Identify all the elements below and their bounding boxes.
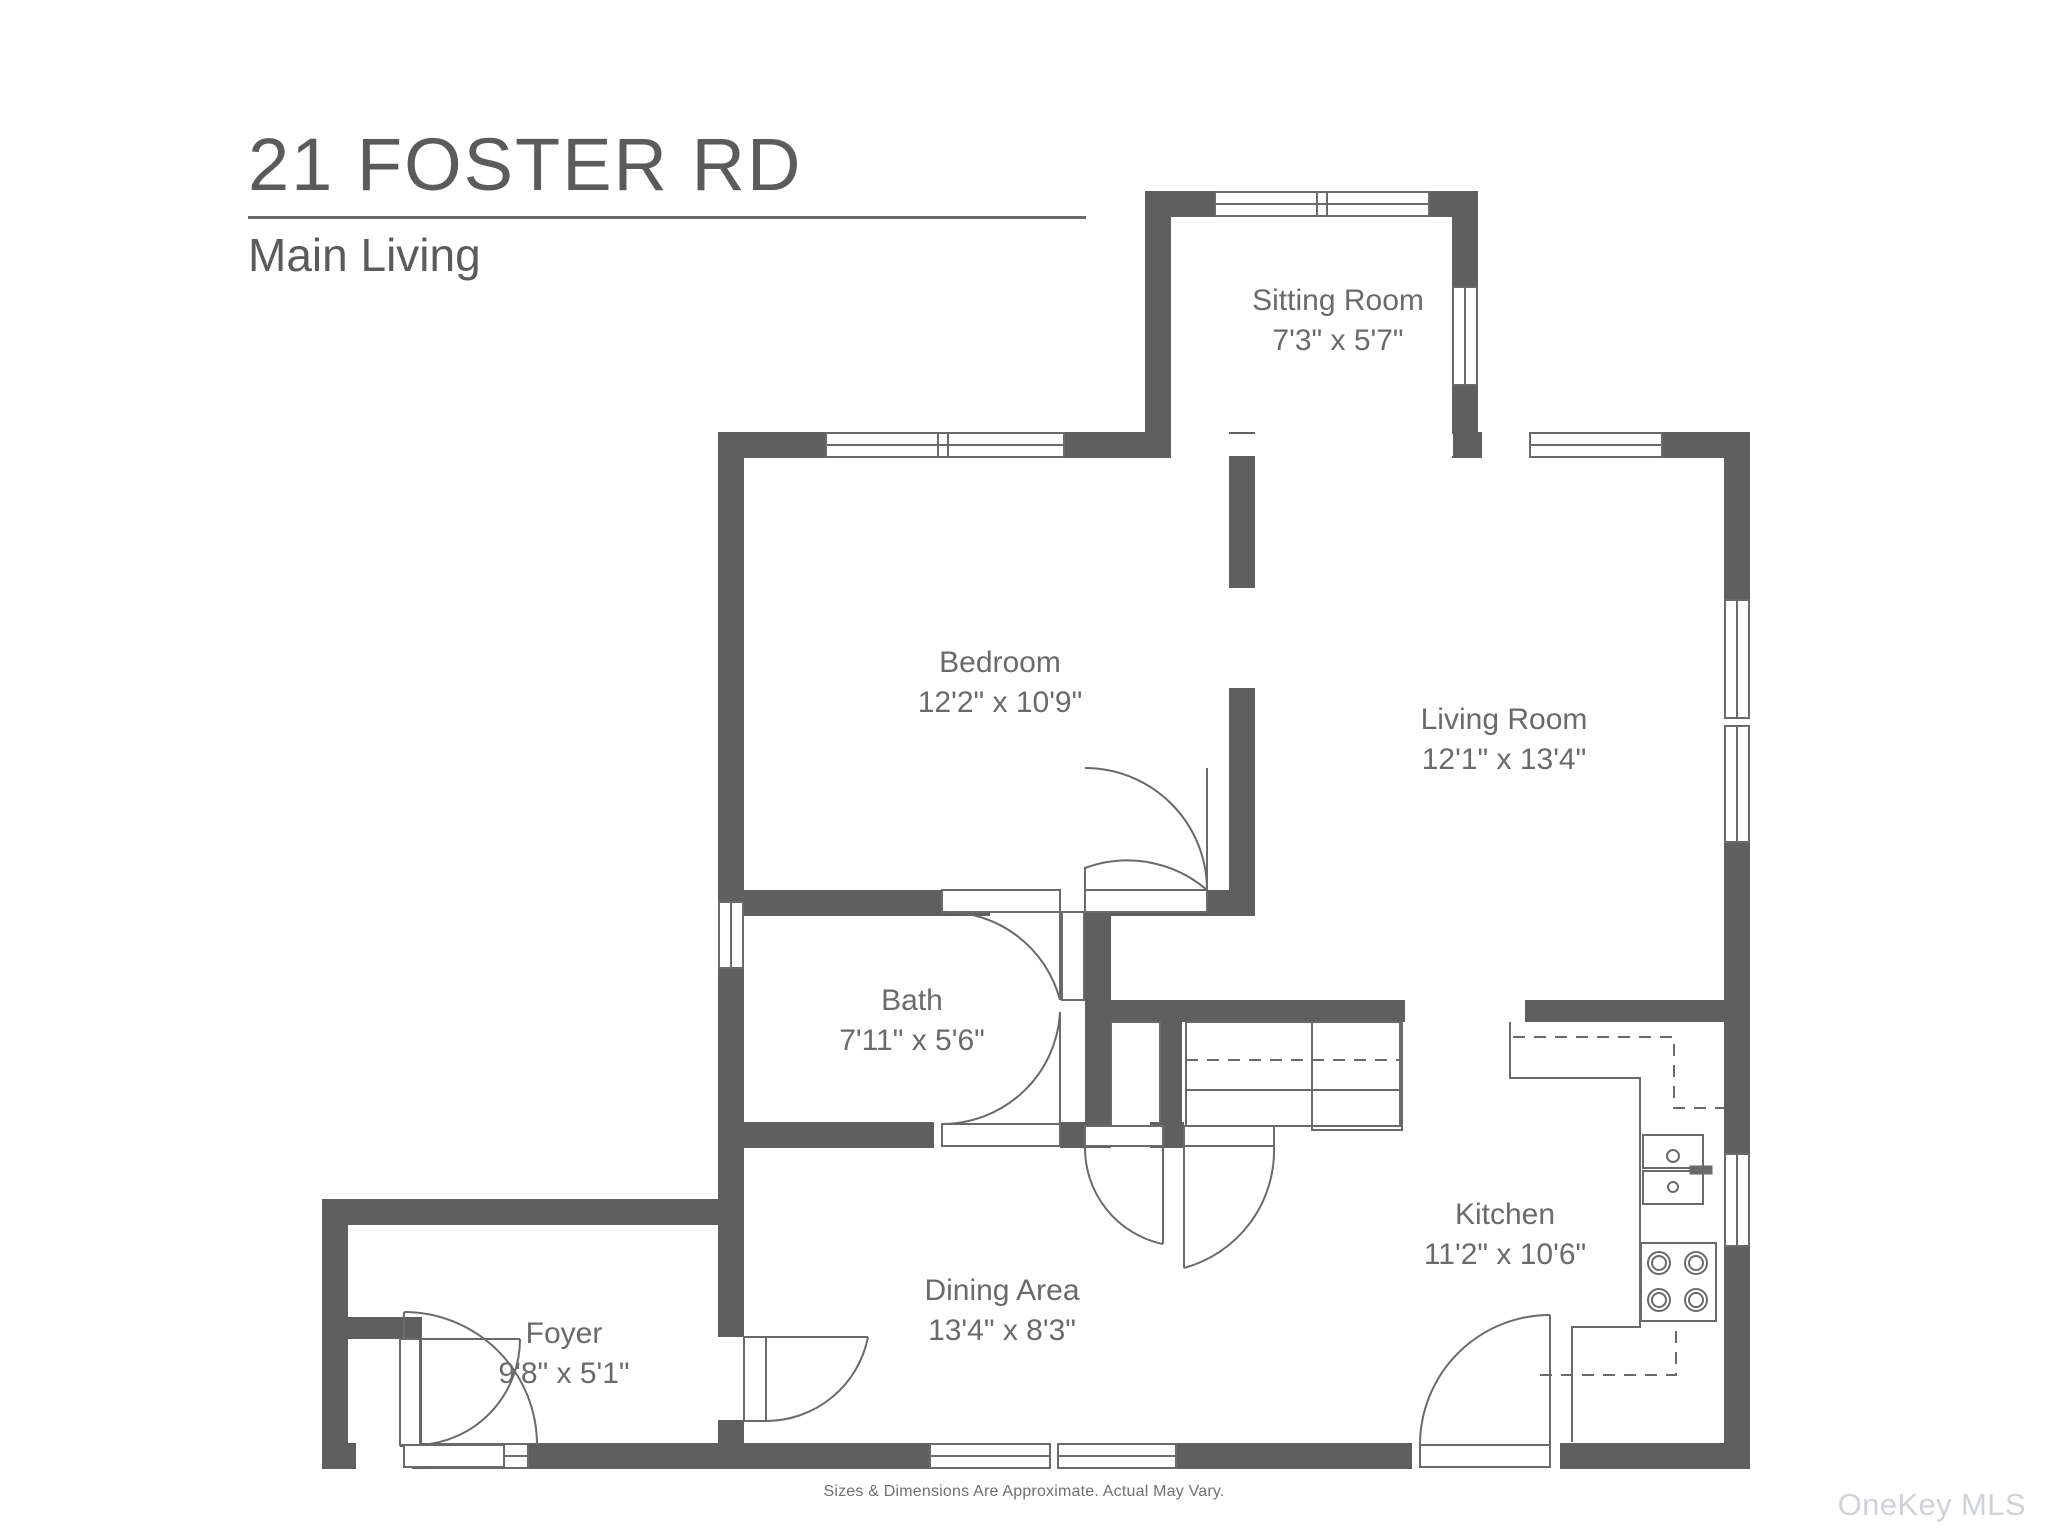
kitchen-counter-outline (1509, 1022, 1641, 1442)
door-bedroom (1084, 767, 1210, 913)
room-label-dining-area: Dining Area 13'4" x 8'3" (924, 1274, 1079, 1347)
window-living-right-upper (1724, 599, 1750, 719)
wall-bottom-dining-right (1176, 1443, 1412, 1469)
room-labels: Sitting Room 7'3" x 5'7" Bedroom 12'2" x… (498, 284, 1587, 1390)
kitchen-upper-cabinets-dashed (1513, 1036, 1724, 1109)
closet-right-outline (1311, 1021, 1403, 1131)
kitchen-fixtures (1509, 1022, 1724, 1442)
wall-sitting-right-lower (1452, 382, 1478, 436)
door-closet-right (1183, 1125, 1276, 1269)
wall-sitting-bottom-right (1452, 432, 1482, 458)
room-dimensions-dining-area: 13'4" x 8'3" (928, 1314, 1076, 1347)
door-closet-left (1083, 1125, 1164, 1245)
room-dimensions-sitting-room: 7'3" x 5'7" (1272, 324, 1403, 357)
window-sitting-right (1452, 286, 1478, 386)
wall-bottom-foyer-left (322, 1443, 356, 1469)
window-dining-bottom (929, 1443, 1177, 1469)
room-name-bedroom: Bedroom (939, 646, 1061, 679)
doorway-bedroom-to-living (1231, 588, 1253, 688)
wall-bottom-left-stub (552, 1443, 680, 1469)
onekey-mls-watermark: OneKey MLS (1837, 1487, 2026, 1522)
door-kitchen-exterior (1419, 1314, 1551, 1468)
wall-left-lower (718, 968, 744, 1218)
room-name-living-room: Living Room (1421, 703, 1588, 736)
room-label-living-room: Living Room 12'1" x 13'4" (1421, 703, 1588, 776)
wall-living-right-top (1724, 432, 1750, 600)
window-bath-left (718, 901, 744, 969)
wall-bottom-foyer-right (528, 1443, 552, 1469)
door-foyer-to-dining (743, 1336, 869, 1422)
wall-bedroom-right-lower (1229, 688, 1255, 898)
disclaimer-text: Sizes & Dimensions Are Approximate. Actu… (823, 1483, 1225, 1500)
wall-bottom-dining (680, 1443, 930, 1469)
room-name-sitting-room: Sitting Room (1252, 284, 1424, 317)
wall-bottom-kitchen (1560, 1443, 1750, 1469)
room-label-foyer: Foyer 9'8" x 5'1" (498, 1317, 629, 1390)
room-name-kitchen: Kitchen (1455, 1198, 1555, 1231)
door-foyer-closet (399, 1338, 522, 1446)
kitchen-sink (1642, 1134, 1713, 1205)
title-block: 21 FOSTER RD Main Living (248, 128, 1088, 279)
wall-foyer-closet-divider (322, 1317, 422, 1339)
wall-bedroom-left (718, 432, 744, 902)
wall-living-right-mid (1724, 842, 1750, 994)
door-bath-lower (941, 1011, 1061, 1147)
doorway-group (1171, 434, 1453, 688)
wall-kitchen-right-bottom (1724, 1246, 1750, 1458)
wall-living-kitchen (1525, 1000, 1750, 1022)
room-label-sitting-room: Sitting Room 7'3" x 5'7" (1252, 284, 1424, 357)
room-name-foyer: Foyer (526, 1317, 603, 1350)
page-title: 21 FOSTER RD (248, 123, 803, 206)
closet-left-outline (1110, 1021, 1161, 1127)
wall-sitting-bottom-left (1145, 432, 1171, 458)
wall-closet-divider (1160, 1015, 1182, 1140)
wall-hall-top (1085, 1000, 1405, 1022)
window-living-top (1529, 432, 1663, 458)
room-dimensions-living-room: 12'1" x 13'4" (1422, 743, 1587, 776)
kitchen-stove (1640, 1242, 1717, 1322)
hall-closet-upper (1061, 911, 1085, 1001)
room-name-dining-area: Dining Area (924, 1274, 1079, 1307)
title-divider (248, 216, 1086, 219)
room-dimensions-bedroom: 12'2" x 10'9" (918, 686, 1083, 719)
wall-sitting-left (1145, 191, 1171, 436)
wall-sitting-right-upper (1452, 191, 1478, 291)
room-label-bath: Bath 7'11" x 5'6" (839, 984, 985, 1057)
page-subtitle: Main Living (248, 229, 481, 281)
interior-detail-group (1061, 911, 1403, 1131)
room-dimensions-bath: 7'11" x 5'6" (839, 1024, 985, 1057)
wall-bedroom-right-upper (1229, 432, 1255, 588)
window-kitchen-right (1724, 1153, 1750, 1247)
door-bath-upper (941, 889, 1061, 1001)
wall-foyer-top (322, 1199, 744, 1225)
wall-group (322, 191, 1750, 1469)
room-label-kitchen: Kitchen 11'2" x 10'6" (1424, 1198, 1586, 1271)
window-sitting-top (1214, 191, 1430, 217)
room-dimensions-foyer: 9'8" x 5'1" (498, 1357, 629, 1390)
wall-bath-bottom (744, 1122, 934, 1148)
window-group (431, 191, 1750, 1469)
doorway-sitting-to-living (1171, 434, 1453, 456)
room-label-bedroom: Bedroom 12'2" x 10'9" (918, 646, 1083, 719)
closet-mid-outline (1185, 1021, 1401, 1127)
window-living-right-lower (1724, 725, 1750, 843)
room-name-bath: Bath (881, 984, 943, 1017)
wall-bedroom-top-right (1062, 432, 1145, 458)
wall-foyer-right-upper (718, 1225, 744, 1337)
room-dimensions-kitchen: 11'2" x 10'6" (1424, 1238, 1586, 1271)
window-bedroom-top (825, 432, 1065, 458)
door-swing-group (399, 767, 1551, 1468)
